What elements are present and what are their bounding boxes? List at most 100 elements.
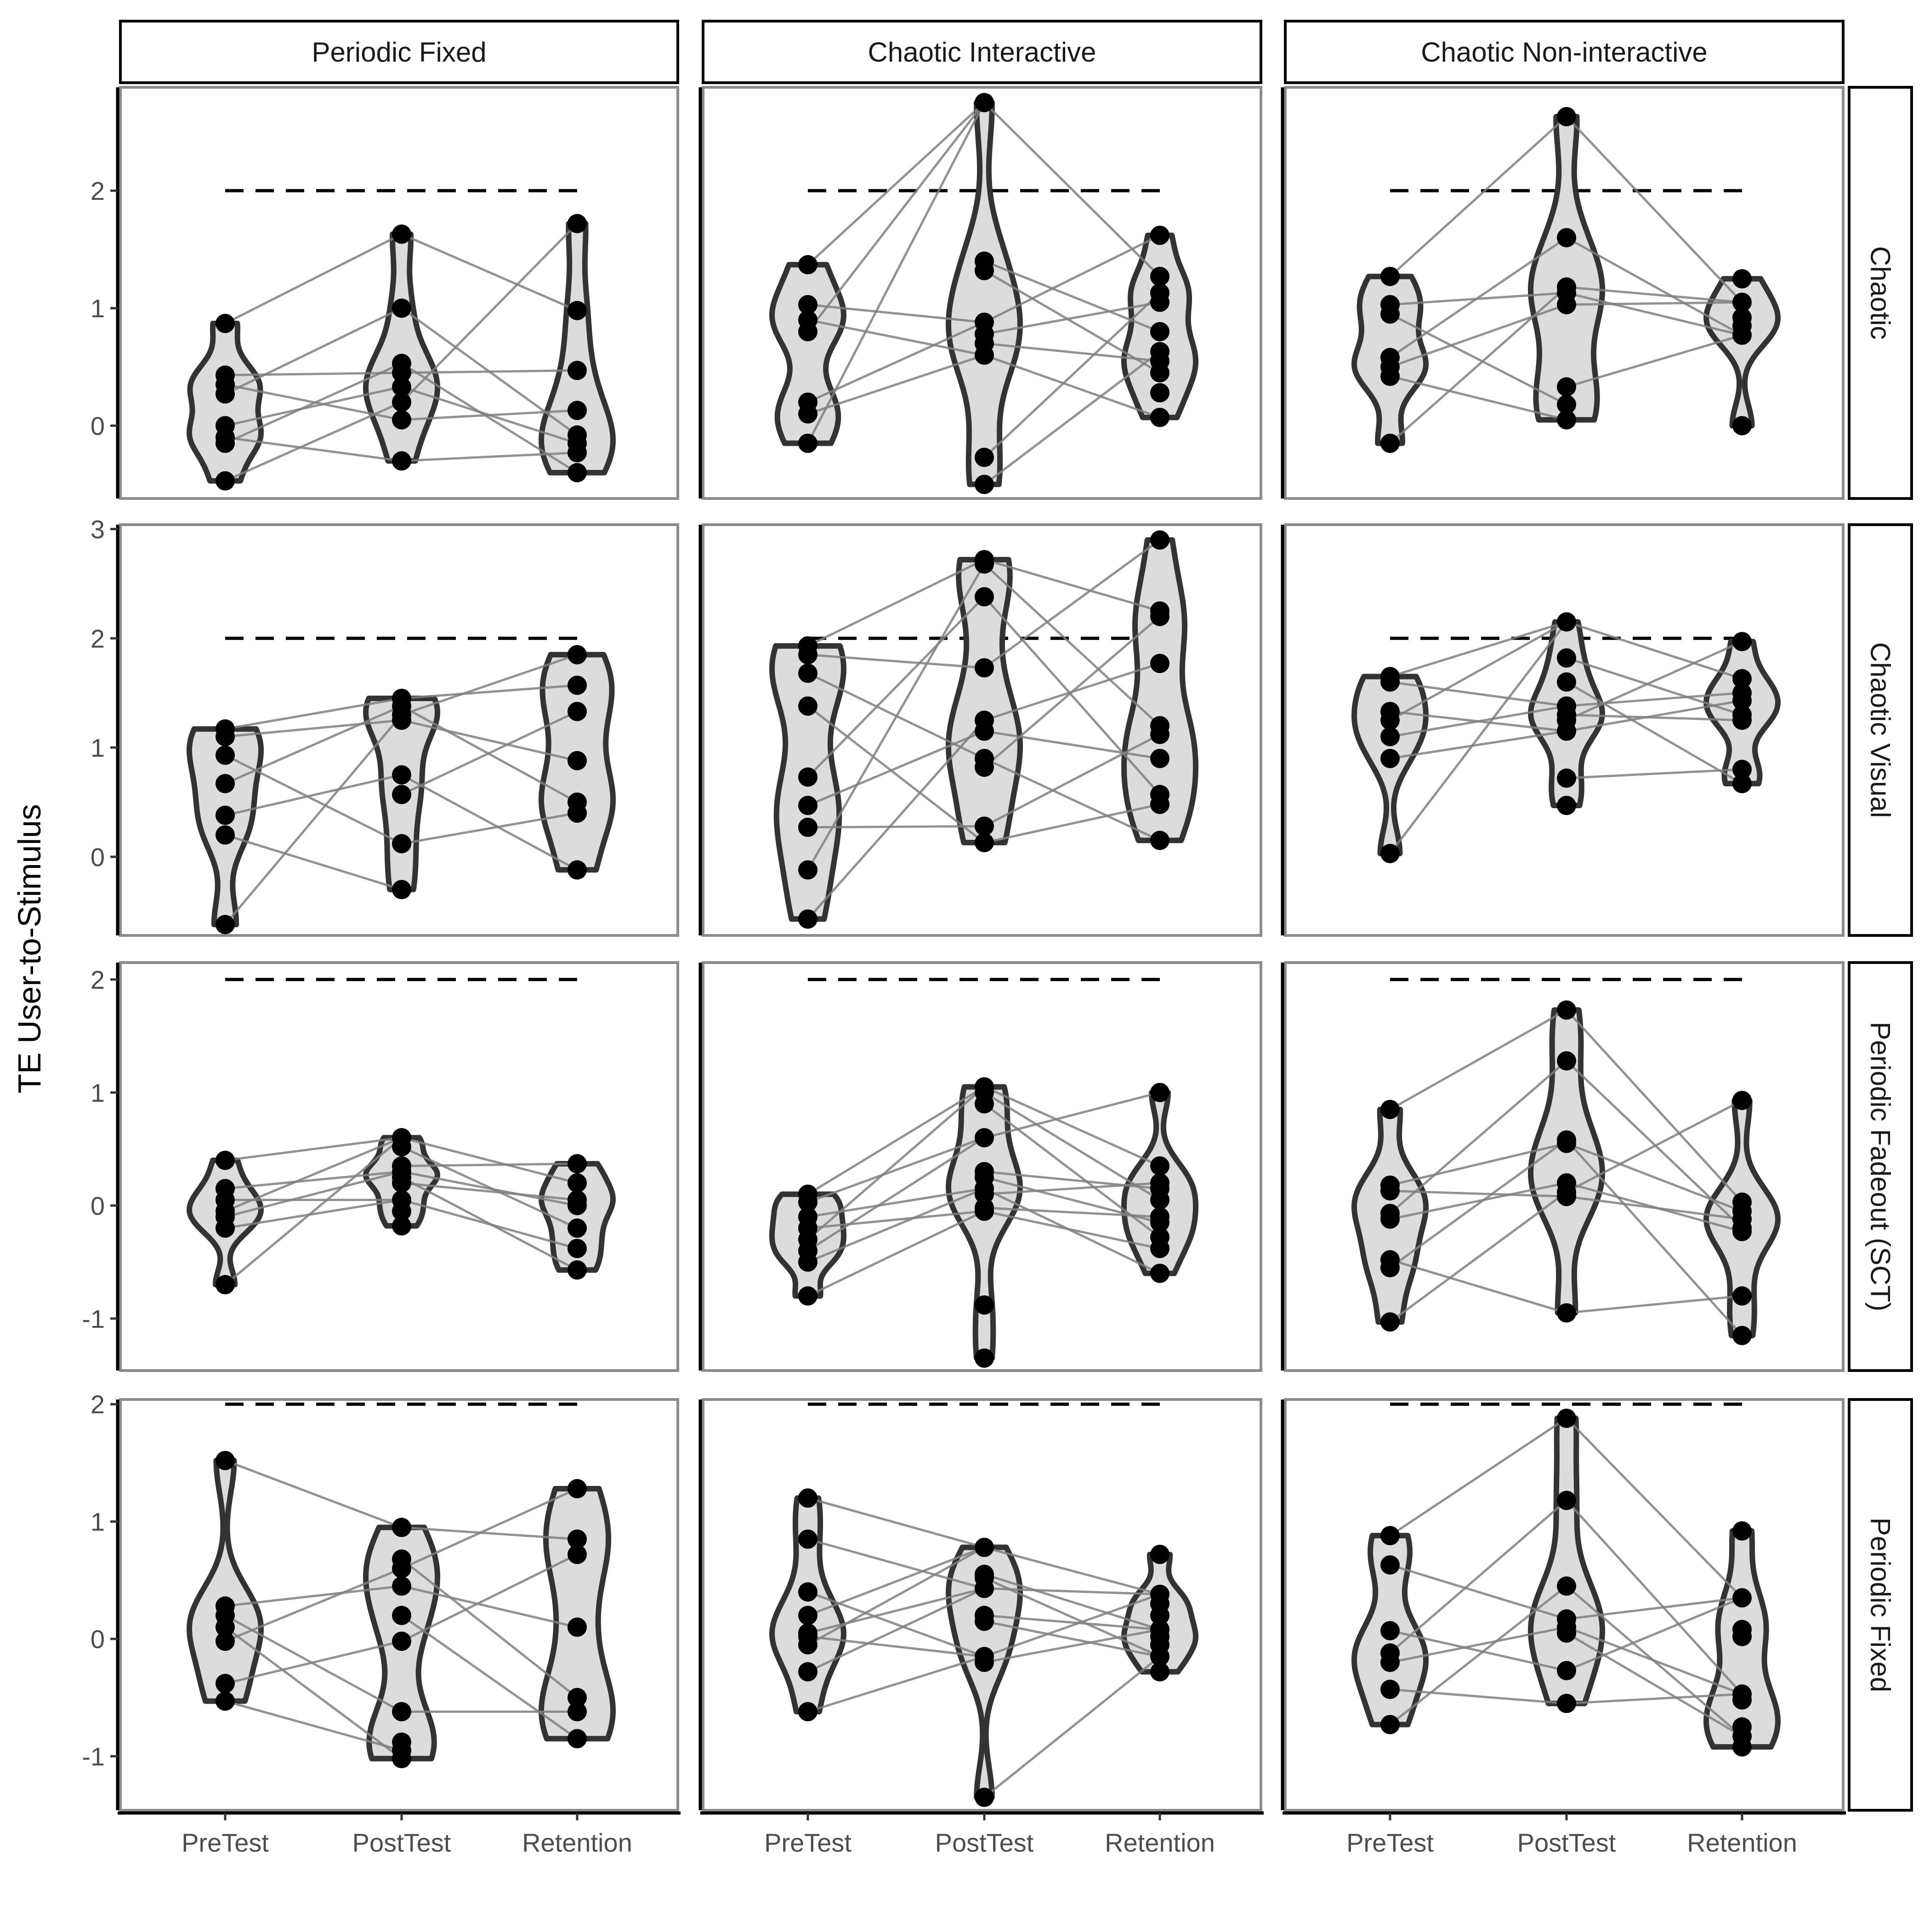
data-point: [1380, 1679, 1400, 1699]
participant-line: [807, 705, 985, 844]
y-tick-label: 2: [91, 1390, 105, 1419]
y-tick-label: 2: [91, 176, 105, 205]
data-point: [798, 433, 817, 453]
data-point: [568, 214, 587, 233]
data-point: [975, 1611, 994, 1631]
data-point: [975, 346, 994, 365]
participant-line: [225, 1170, 402, 1190]
participant-line: [984, 1587, 1160, 1596]
participant-line: [984, 342, 1160, 363]
data-point: [392, 1605, 411, 1625]
data-point: [798, 767, 817, 787]
column-strip-label: Periodic Fixed: [312, 37, 486, 68]
data-point: [975, 1579, 994, 1598]
data-point: [392, 363, 411, 383]
data-point: [1557, 672, 1576, 692]
data-point: [798, 404, 817, 424]
y-tick-label: -1: [82, 1304, 105, 1333]
data-point: [1150, 653, 1169, 673]
data-point: [975, 1537, 994, 1557]
y-tick-label: 0: [91, 843, 105, 872]
data-point: [568, 463, 587, 482]
participant-line: [1389, 1499, 1567, 1654]
participant-line: [1389, 1585, 1567, 1726]
data-point: [568, 300, 587, 320]
data-point: [1380, 748, 1400, 768]
data-point: [798, 1662, 817, 1682]
participant-line: [983, 1086, 1161, 1167]
participant-line: [401, 1170, 578, 1207]
data-point: [568, 1154, 587, 1173]
data-point: [216, 1691, 235, 1711]
data-point: [1150, 363, 1169, 383]
data-point: [216, 1617, 235, 1637]
data-point: [568, 1545, 587, 1564]
data-point: [392, 1216, 411, 1236]
data-point: [975, 448, 994, 467]
data-point: [1557, 1661, 1576, 1681]
participant-line: [225, 1459, 402, 1529]
participant-line: [807, 354, 985, 415]
participant-line: [983, 269, 1161, 374]
data-point: [1150, 1647, 1169, 1666]
participant-line: [983, 1655, 1161, 1798]
participant-line: [807, 1210, 985, 1229]
data-point: [392, 1702, 411, 1722]
participant-line: [1566, 1295, 1743, 1314]
participant-line: [807, 596, 985, 778]
participant-line: [1390, 1626, 1567, 1664]
participant-line: [984, 1573, 1160, 1631]
data-point: [568, 1617, 587, 1637]
participant-line: [224, 705, 403, 785]
participant-line: [1389, 313, 1567, 406]
participant-line: [1389, 1191, 1567, 1323]
data-point: [975, 587, 994, 606]
row-strip-label: Chaotic Visual: [1865, 642, 1896, 818]
y-tick-label: 1: [91, 1507, 105, 1536]
data-point: [1557, 1490, 1576, 1510]
participant-line: [984, 301, 1160, 335]
data-point: [975, 1787, 994, 1807]
data-point: [216, 774, 235, 793]
participant-line: [1566, 640, 1743, 721]
data-point: [216, 915, 235, 935]
data-point: [392, 1749, 411, 1768]
data-point: [975, 1348, 994, 1368]
participant-line: [1566, 699, 1743, 732]
data-point: [1732, 669, 1752, 689]
participant-line: [807, 1587, 985, 1673]
data-point: [975, 1094, 994, 1114]
x-tick-label: Retention: [522, 1828, 632, 1857]
data-point: [1380, 727, 1400, 747]
data-point: [216, 384, 235, 404]
data-point: [1732, 1222, 1752, 1241]
data-point: [1380, 367, 1400, 386]
data-point: [568, 803, 587, 823]
participant-line: [984, 354, 1160, 419]
data-point: [568, 1529, 587, 1549]
row-strip-box: [1848, 961, 1913, 1372]
participant-line: [224, 233, 403, 325]
data-point: [1557, 648, 1576, 668]
participant-line: [983, 615, 1161, 768]
data-point: [216, 1150, 235, 1170]
participant-line: [225, 719, 402, 738]
x-tick-label: PostTest: [352, 1828, 451, 1857]
data-point: [1557, 1187, 1576, 1207]
data-point: [1150, 1239, 1169, 1258]
data-point: [1557, 612, 1576, 632]
data-point: [1557, 796, 1576, 816]
participant-line: [401, 684, 578, 700]
participant-line: [807, 825, 985, 829]
data-point: [1732, 691, 1752, 710]
data-point: [1380, 1526, 1400, 1546]
data-point: [392, 392, 411, 412]
participant-line: [1390, 705, 1567, 738]
data-point: [216, 1218, 235, 1238]
data-point: [1557, 1133, 1576, 1153]
participant-line: [1566, 621, 1743, 680]
data-point: [568, 1195, 587, 1215]
data-point: [1380, 1099, 1400, 1119]
data-point: [798, 1605, 817, 1625]
data-point: [1380, 672, 1400, 692]
